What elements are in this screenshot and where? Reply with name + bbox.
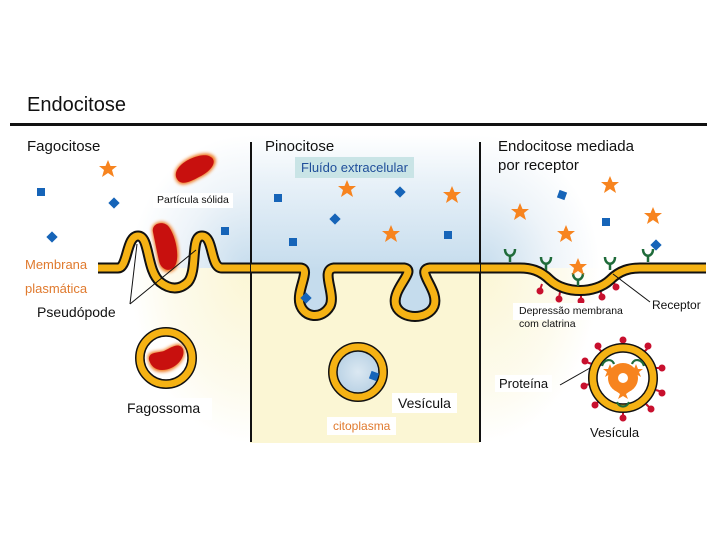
protein-leader [559,367,591,386]
molecules-receptor [511,176,662,275]
molecule-square [289,238,297,246]
label-membrane-line1: Membrana [25,257,88,272]
molecule-diamond [650,239,662,251]
star-molecule [382,225,400,242]
solid-particle [174,153,216,185]
clathrin-coat [536,279,620,305]
coated-vesicle [580,336,666,422]
molecule-diamond [394,186,406,198]
label-solid-particle: Partícula sólida [153,193,233,208]
panel-title-pinocytosis: Pinocitose [265,138,335,155]
internalized-molecule [300,292,312,304]
pinocytosis-membrane [251,262,480,322]
receptor-leader [612,273,651,303]
molecules-pinocytosis [274,180,461,246]
label-phagosome: Fagossoma [123,398,213,420]
label-pseudopod: Pseudópode [33,303,120,321]
molecule-diamond [108,197,120,209]
panel-title-receptor-mediated-line2: por receptor [498,157,579,174]
pseudopod-leader-2 [129,249,197,305]
molecule-diamond [46,231,58,243]
star-molecule [338,180,356,197]
label-clathrin-pit-line1: Depressão membrana [513,303,629,320]
extracellular-bg-right [480,135,600,270]
page-title: Endocitose [27,94,126,116]
pinocytosis-vesicle [328,342,388,402]
receptor-membrane [481,262,706,296]
panel-title-phagocytosis: Fagocitose [27,138,101,155]
label-extracellular-fluid: Fluído extracelular [295,157,414,178]
molecule-square [221,227,229,235]
engulfed-particle [151,221,179,273]
molecule-square [37,188,45,196]
label-vesicle-pinocytosis: Vesícula [392,393,457,413]
star-molecule [569,258,587,275]
molecule-square [444,231,452,239]
star-molecule [644,207,662,224]
receptors [503,248,655,286]
label-membrane-line2: plasmática [25,281,88,296]
panel-title-receptor-mediated-line1: Endocitose mediada [498,138,634,155]
star-molecule [443,186,461,203]
phagocytosis-membrane [98,230,250,294]
molecule-square [556,189,568,201]
label-clathrin-pit-line2: com clatrina [519,318,576,330]
title-divider [10,123,707,126]
molecule-square [274,194,282,202]
label-vesicle-receptor: Vesícula [586,424,644,441]
molecule-diamond [329,213,341,225]
star-molecule [511,203,529,220]
label-protein: Proteína [495,375,553,392]
star-molecule [557,225,575,242]
star-molecule [99,160,117,177]
star-molecule [601,176,619,193]
pseudopod-leader-1 [129,243,138,305]
phagosome [135,327,197,389]
molecule-square [602,218,610,226]
label-receptor: Receptor [652,298,701,312]
label-cytoplasm: citoplasma [327,417,397,435]
